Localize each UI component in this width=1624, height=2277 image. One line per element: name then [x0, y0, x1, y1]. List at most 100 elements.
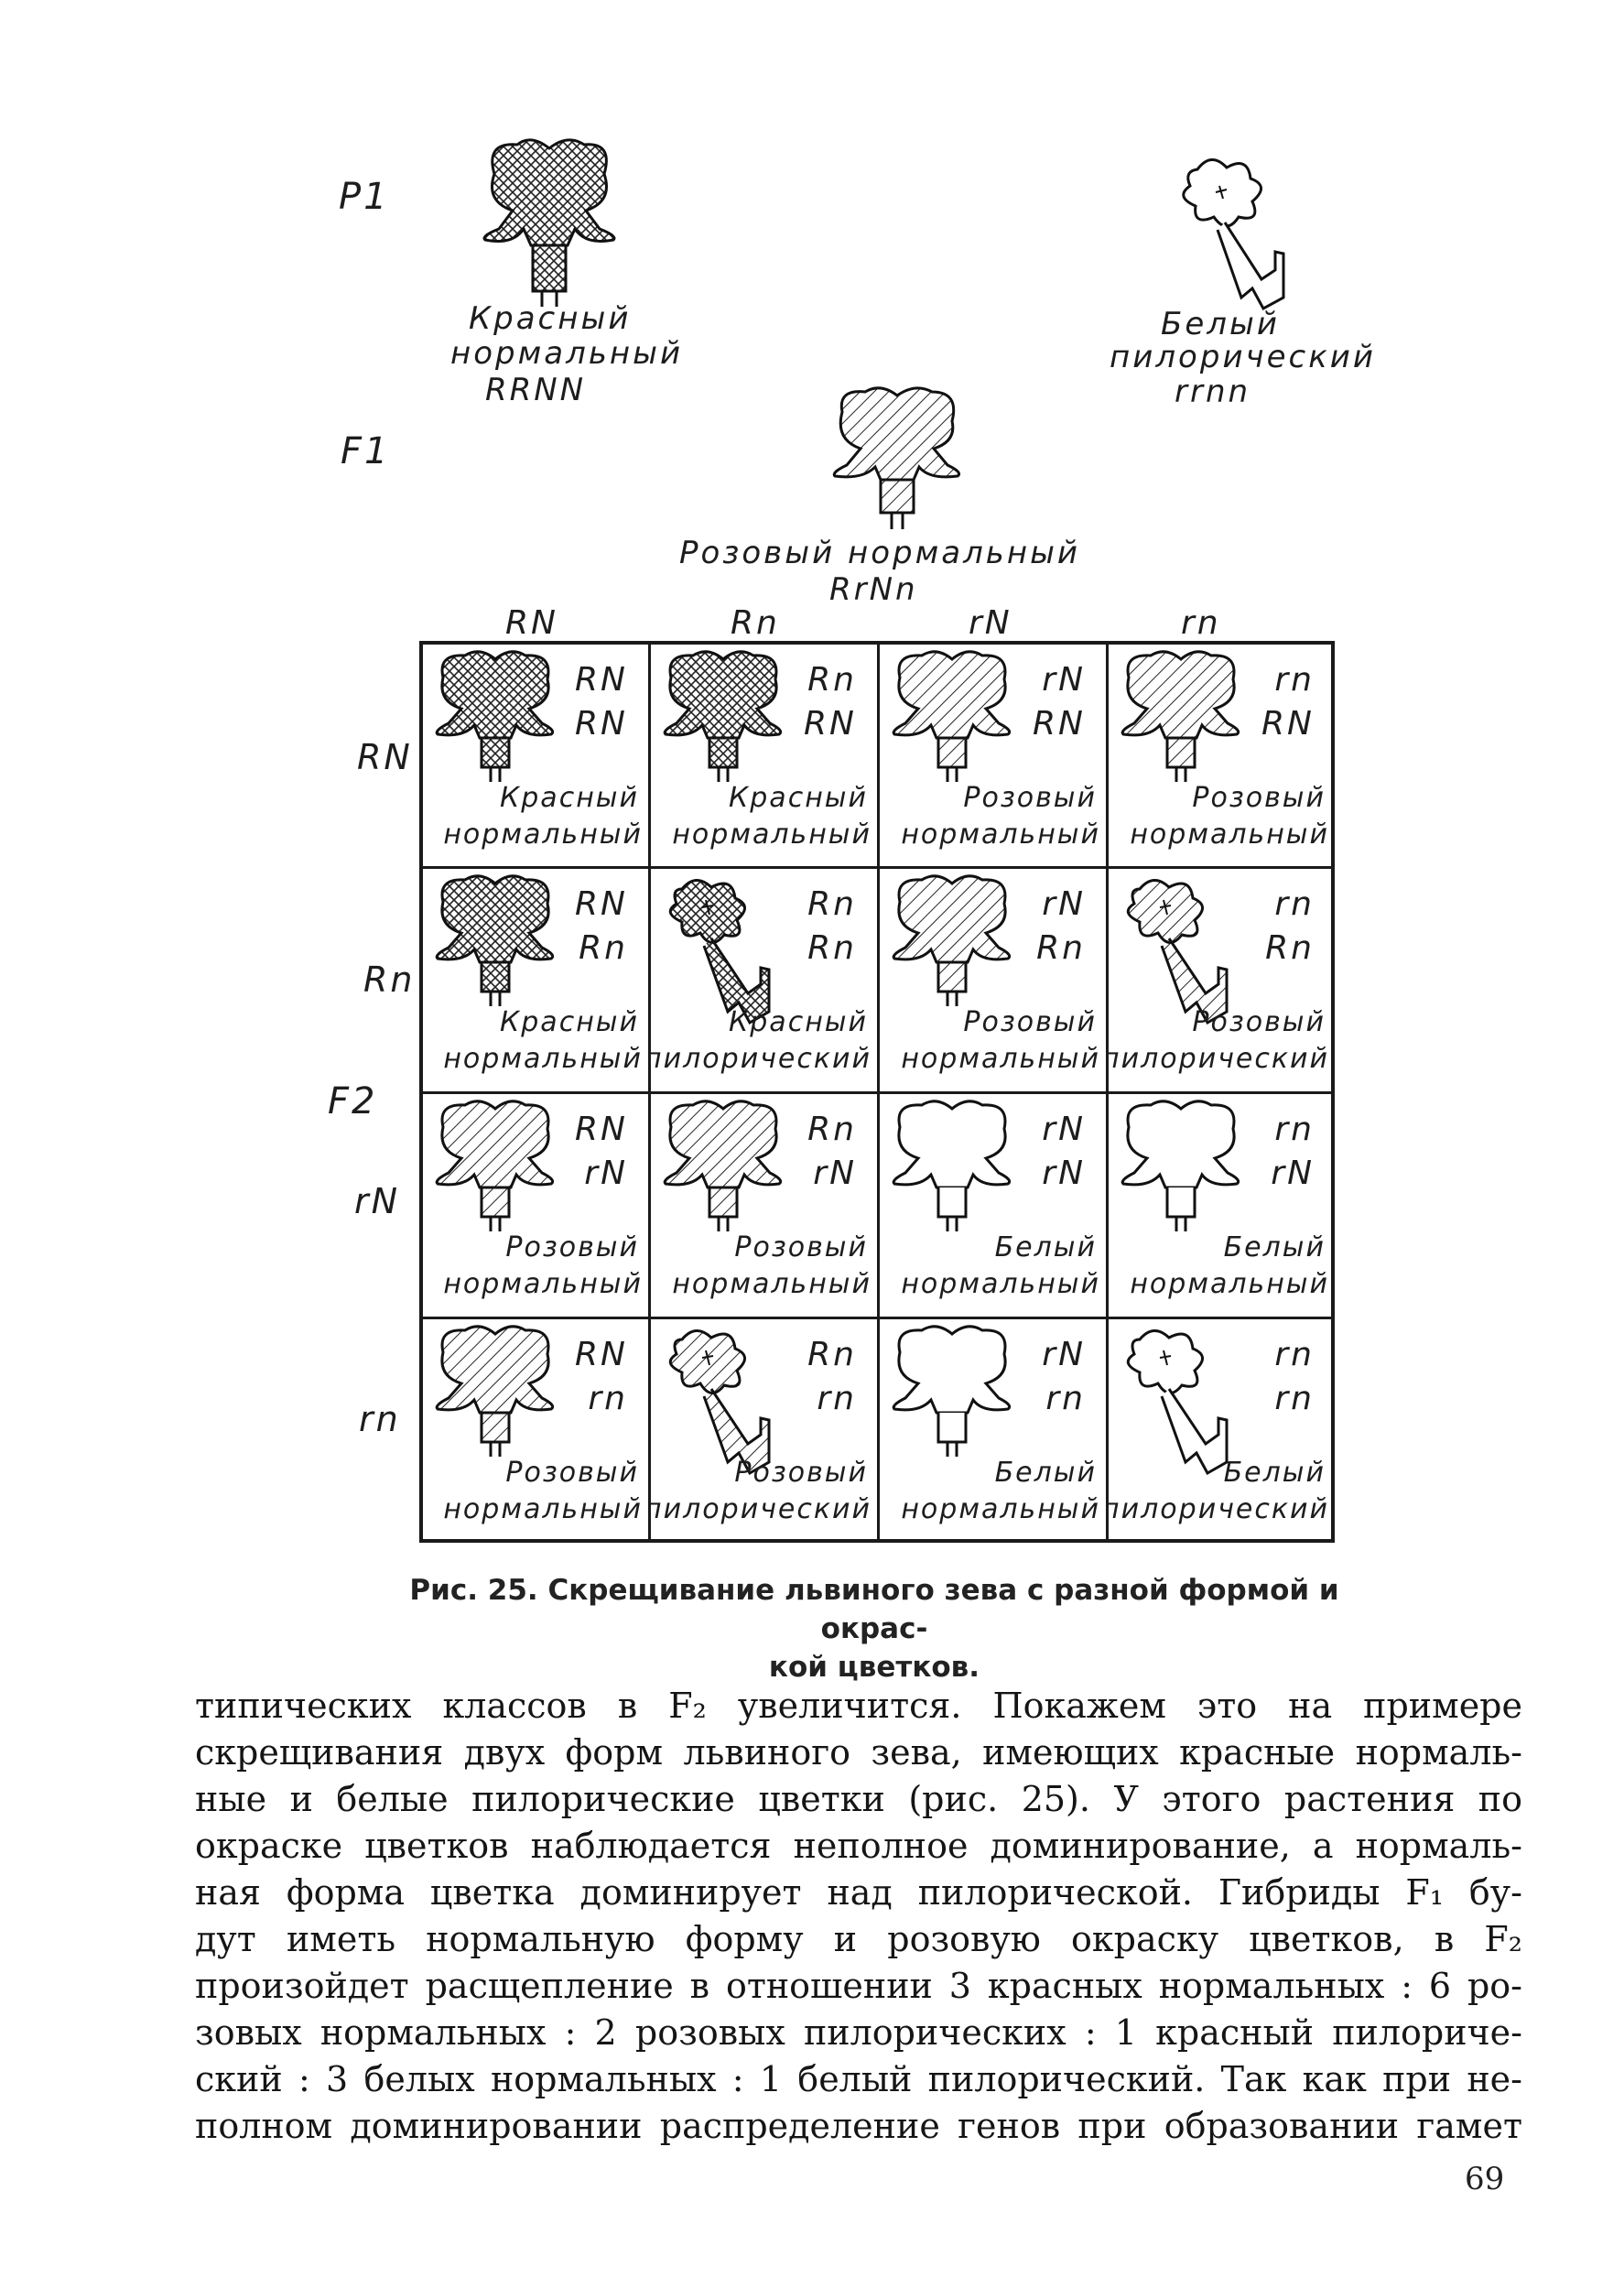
- parent-right-genotype: rrnn: [1175, 374, 1250, 410]
- body-text: типических классов в F₂ увеличится. Пока…: [195, 1683, 1522, 2150]
- parent-left-genotype: RRNN: [485, 372, 586, 408]
- cell-form: нормальный: [443, 819, 643, 851]
- punnett-cell: RN RN Красный нормальный: [423, 645, 648, 866]
- cell-gamete-1: rn: [1274, 1111, 1315, 1148]
- cell-form: пилорический: [1109, 1043, 1329, 1075]
- cell-gamete-2: Rn: [1036, 929, 1086, 967]
- cell-gamete-2: rn: [1274, 1380, 1315, 1417]
- cell-color: Розовый: [505, 1457, 639, 1489]
- page-number: 69: [1465, 2161, 1504, 2197]
- cell-color: Белый: [1224, 1231, 1326, 1263]
- pyloric-flower-icon: [655, 873, 792, 1028]
- cell-color: Красный: [500, 782, 639, 814]
- punnett-cell: Rn rN Розовый нормальный: [651, 1094, 877, 1317]
- punnett-cell: Rn rn Розовый пилорический: [651, 1319, 877, 1543]
- cell-color: Розовый: [963, 1006, 1097, 1038]
- cell-gamete-2: RN: [1033, 705, 1086, 743]
- caption-line-2: кой цветков.: [357, 1648, 1391, 1686]
- punnett-cell: RN rn Розовый нормальный: [423, 1319, 648, 1543]
- cell-form: нормальный: [672, 819, 872, 851]
- parent-left-form: нормальный: [450, 335, 683, 372]
- p1-label: P1: [339, 176, 390, 218]
- cell-form: нормальный: [1130, 819, 1329, 851]
- f1-phenotype: Розовый нормальный: [679, 535, 1080, 571]
- body-line: ский : 3 белых нормальных : 1 белый пило…: [195, 2056, 1522, 2103]
- punnett-cell: Rn RN Красный нормальный: [651, 645, 877, 866]
- punnett-cell: rN RN Розовый нормальный: [880, 645, 1106, 866]
- punnett-cell: rn RN Розовый нормальный: [1109, 645, 1335, 866]
- gamete-row-3: rN: [354, 1181, 400, 1221]
- normal-flower-icon: [427, 648, 564, 786]
- body-line: типических классов в F₂ увеличится. Пока…: [195, 1683, 1522, 1729]
- body-line: окраске цветков наблюдается неполное дом…: [195, 1823, 1522, 1870]
- normal-flower-icon: [883, 1098, 1021, 1235]
- punnett-cell: RN rN Розовый нормальный: [423, 1094, 648, 1317]
- cell-form: нормальный: [901, 1268, 1100, 1300]
- cell-form: нормальный: [443, 1268, 643, 1300]
- cell-color: Розовый: [505, 1231, 639, 1263]
- f1-genotype: RrNn: [829, 571, 918, 608]
- punnett-square: RN RN Красный нормальный Rn RN Красный н…: [419, 641, 1335, 1543]
- cell-color: Красный: [729, 782, 868, 814]
- cell-form: нормальный: [672, 1268, 872, 1300]
- cell-gamete-2: rn: [817, 1380, 857, 1417]
- normal-flower-icon: [883, 873, 1021, 1010]
- normal-flower-icon: [655, 1098, 792, 1235]
- punnett-cell: rn rN Белый нормальный: [1109, 1094, 1335, 1317]
- punnett-cell: Rn Rn Красный пилорический: [651, 869, 877, 1091]
- normal-flower-icon: [1112, 648, 1250, 786]
- punnett-cell: RN Rn Красный нормальный: [423, 869, 648, 1091]
- f2-label: F2: [328, 1080, 377, 1122]
- cell-gamete-1: rn: [1274, 661, 1315, 699]
- cell-gamete-2: rn: [1045, 1380, 1086, 1417]
- normal-flower-icon: [427, 873, 564, 1010]
- cell-gamete-2: rN: [1042, 1155, 1086, 1192]
- pink-normal-flower-icon: [824, 385, 970, 531]
- cell-gamete-1: rN: [1042, 661, 1086, 699]
- cell-color: Белый: [995, 1231, 1097, 1263]
- cell-gamete-1: RN: [575, 885, 628, 923]
- cell-form: нормальный: [901, 1493, 1100, 1525]
- punnett-cell: rN Rn Розовый нормальный: [880, 869, 1106, 1091]
- gamete-col-4: rn: [1181, 604, 1221, 642]
- punnett-cell: rn Rn Розовый пилорический: [1109, 869, 1335, 1091]
- normal-flower-icon: [427, 1098, 564, 1235]
- gamete-row-2: Rn: [363, 960, 416, 1000]
- cell-form: нормальный: [443, 1493, 643, 1525]
- red-normal-flower-icon: [476, 137, 623, 311]
- cell-form: нормальный: [901, 1043, 1100, 1075]
- cell-form: нормальный: [901, 819, 1100, 851]
- cell-color: Розовый: [734, 1457, 868, 1489]
- normal-flower-icon: [427, 1323, 564, 1460]
- gamete-col-3: rN: [969, 604, 1012, 642]
- cell-gamete-1: Rn: [807, 1336, 857, 1373]
- cell-gamete-2: rN: [584, 1155, 628, 1192]
- cell-form: пилорический: [651, 1493, 872, 1525]
- cell-form: нормальный: [1130, 1268, 1329, 1300]
- punnett-cell: rN rn Белый нормальный: [880, 1319, 1106, 1543]
- parent-right-color: Белый: [1161, 306, 1280, 342]
- parent-right-form: пилорический: [1110, 339, 1376, 375]
- cell-gamete-2: Rn: [579, 929, 628, 967]
- figure-caption: Рис. 25. Скрещивание львиного зева с раз…: [357, 1571, 1391, 1686]
- cell-color: Красный: [729, 1006, 868, 1038]
- cell-gamete-2: rN: [813, 1155, 857, 1192]
- cell-gamete-2: Rn: [807, 929, 857, 967]
- cell-gamete-1: Rn: [807, 661, 857, 699]
- gamete-col-1: RN: [505, 604, 558, 642]
- cell-gamete-1: rN: [1042, 1336, 1086, 1373]
- parent-left-color: Красный: [469, 300, 631, 337]
- caption-line-1: Рис. 25. Скрещивание львиного зева с раз…: [357, 1571, 1391, 1648]
- normal-flower-icon: [883, 648, 1021, 786]
- cell-color: Белый: [1224, 1457, 1326, 1489]
- cell-gamete-2: Rn: [1265, 929, 1315, 967]
- body-line: скрещивания двух форм львиного зева, име…: [195, 1729, 1522, 1776]
- cell-form: пилорический: [1109, 1493, 1329, 1525]
- cell-gamete-2: RN: [804, 705, 857, 743]
- cell-gamete-2: rN: [1271, 1155, 1315, 1192]
- cell-gamete-2: rn: [588, 1380, 628, 1417]
- body-line: зовых нормальных : 2 розовых пилорически…: [195, 2010, 1522, 2056]
- punnett-cell: rN rN Белый нормальный: [880, 1094, 1106, 1317]
- pyloric-flower-icon: [1112, 1323, 1250, 1479]
- cell-gamete-1: RN: [575, 661, 628, 699]
